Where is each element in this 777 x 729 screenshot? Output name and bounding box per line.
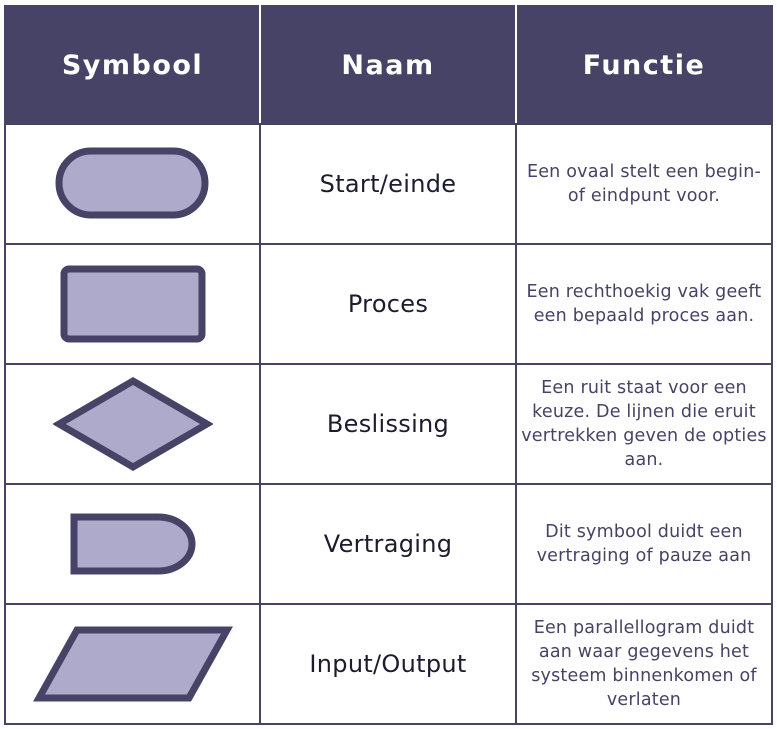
header-name: Naam [259,5,517,125]
symbol-cell [4,123,261,245]
delay-icon [70,513,195,575]
symbol-name: Start/einde [259,123,517,245]
table-row: Input/Output Een parallellogram duidt aa… [4,603,773,725]
symbol-name: Vertraging [259,483,517,605]
header-row: Symbool Naam Functie [4,5,773,125]
symbol-function: Dit symbool duidt een vertraging of pauz… [515,483,773,605]
symbol-cell [4,483,261,605]
header-symbol: Symbool [4,5,261,125]
header-function: Functie [515,5,773,125]
table-row: Proces Een rechthoekig vak geeft een bep… [4,243,773,365]
rectangle-icon [60,265,205,343]
symbol-cell [4,603,261,725]
symbol-function: Een rechthoekig vak geeft een bepaald pr… [515,243,773,365]
table-row: Beslissing Een ruit staat voor een keuze… [4,363,773,485]
oval-icon [55,147,208,219]
symbol-function: Een parallellogram duidt aan waar gegeve… [515,603,773,725]
flowchart-symbols-table: Symbool Naam Functie Start/einde Een ova… [4,5,773,725]
parallelogram-icon [32,626,233,702]
symbol-cell [4,243,261,365]
table-row: Vertraging Dit symbool duidt een vertrag… [4,483,773,605]
symbol-cell [4,363,261,485]
symbol-function: Een ruit staat voor een keuze. De lijnen… [515,363,773,485]
table-row: Start/einde Een ovaal stelt een begin- o… [4,123,773,245]
symbol-function: Een ovaal stelt een begin- of eindpunt v… [515,123,773,245]
symbol-name: Beslissing [259,363,517,485]
diamond-icon [52,376,213,472]
symbol-name: Proces [259,243,517,365]
symbol-name: Input/Output [259,603,517,725]
